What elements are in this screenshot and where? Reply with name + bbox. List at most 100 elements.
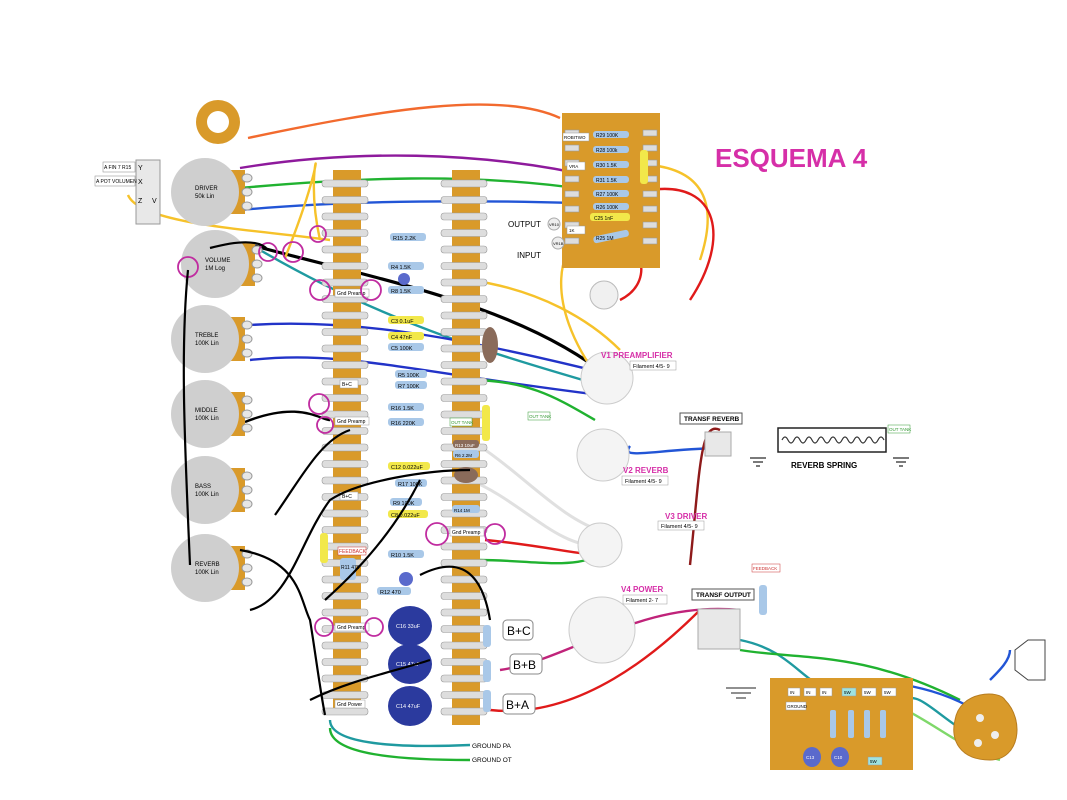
ground-symbol-output	[726, 687, 756, 699]
component-r14	[452, 505, 480, 513]
turret-eyelet	[321, 476, 369, 485]
turret-eyelet	[440, 641, 488, 650]
turret-eyelet	[321, 311, 369, 320]
turret-eyelet	[440, 559, 488, 567]
tag-gnd-preamp-1: Gnd Preamp	[337, 291, 366, 297]
svg-text:VR1B: VR1B	[553, 241, 564, 246]
tag-bc-1: B+C	[342, 382, 352, 388]
turret-eyelet	[321, 509, 369, 518]
turret-eyelet	[321, 641, 369, 650]
ac-socket	[953, 693, 1018, 761]
left-board-tags: Gnd Preamp B+C Gnd Preamp B+C FEEDBACK G…	[334, 288, 370, 709]
transf-output-label: TRANSF OUTPUT	[696, 592, 751, 599]
component-r4	[388, 262, 424, 270]
turret-eyelet	[440, 377, 488, 386]
pot-name: TREBLE	[195, 333, 218, 339]
component-r6	[453, 450, 479, 458]
svg-text:R11 470: R11 470	[341, 565, 360, 571]
pot-switch-block	[135, 159, 161, 225]
svg-text:R30 1.5K: R30 1.5K	[596, 163, 618, 169]
turret-eyelet	[440, 344, 488, 353]
svg-text:R31 1.5K: R31 1.5K	[596, 178, 618, 184]
tube-v3-socket	[577, 522, 623, 568]
turret-eyelet	[321, 608, 369, 617]
component-c4	[388, 332, 424, 340]
tube-v2-filament: Filament 4/5- 9	[625, 479, 662, 485]
pot-value: 100K Lin	[195, 570, 219, 576]
svg-text:R15 2.2K: R15 2.2K	[393, 236, 416, 242]
black-wires	[182, 241, 492, 716]
pot-name: MIDDLE	[195, 408, 218, 414]
tag-out-tank-right: OUT TANK	[889, 427, 911, 432]
ground-symbol-reverb	[750, 457, 909, 467]
turret-eyelet	[440, 196, 488, 204]
diagram-title: ESQUEMA 4	[715, 143, 868, 173]
svg-text:R13 10uF: R13 10uF	[455, 443, 475, 448]
svg-text:C5 100K: C5 100K	[391, 346, 413, 352]
component-r7	[395, 381, 427, 389]
speaker-and-socket	[953, 639, 1046, 761]
svg-text:VRA: VRA	[569, 164, 578, 169]
component-r16b	[388, 418, 424, 426]
pot-switch-letter-v: V	[152, 198, 157, 205]
turret-eyelet	[321, 179, 369, 188]
svg-text:ROBITWO: ROBITWO	[564, 135, 586, 140]
svg-text:R5 100K: R5 100K	[398, 373, 420, 379]
output-transformer	[697, 608, 741, 650]
transf-reverb-label: TRANSF REVERB	[684, 416, 740, 423]
svg-text:C10: C10	[834, 755, 843, 760]
svg-text:R12 470: R12 470	[380, 590, 401, 596]
svg-text:R14 1M: R14 1M	[454, 508, 470, 513]
component-r5	[395, 370, 427, 378]
svg-text:C16 33uF: C16 33uF	[396, 624, 421, 630]
component-c14	[388, 686, 432, 726]
component-r20	[483, 660, 491, 682]
svg-text:5W: 5W	[870, 759, 878, 764]
svg-text:C4 47nF: C4 47nF	[391, 335, 413, 341]
pot-value: 1M Log	[205, 266, 225, 272]
turret-eyelet	[321, 229, 369, 237]
turret-eyelet	[440, 575, 488, 584]
turret-eyelet	[440, 295, 488, 303]
svg-text:R7 100K: R7 100K	[398, 384, 420, 390]
turret-eyelet	[440, 328, 488, 336]
turret-eyelet	[321, 262, 369, 270]
svg-text:GROUND: GROUND	[787, 704, 808, 709]
turret-eyelet	[440, 493, 488, 501]
component-r12	[377, 587, 411, 595]
volumen-tag	[94, 175, 136, 187]
reverb-section: TRANSF REVERB REVERB SPRING OUT TANK OUT…	[527, 411, 911, 470]
tag-feedback-left: FEEDBACK	[339, 549, 367, 555]
tag-bc-2: B+C	[342, 494, 352, 500]
fin-tag	[102, 161, 136, 173]
component-c15	[388, 644, 432, 684]
tag-gnd-preamp-3: Gnd Preamp	[337, 625, 366, 631]
reverb-spring-label: REVERB SPRING	[791, 461, 857, 470]
svg-text:R16 1.5K: R16 1.5K	[391, 406, 414, 412]
turret-eyelet	[321, 658, 369, 666]
preamp-socket-top	[589, 280, 619, 310]
component-r13	[453, 440, 479, 448]
tag-feedback-right: FEEDBACK	[753, 566, 777, 571]
pot-panel: Y X Z V A FIN 7 R15 A POT VOLUMEN DRIVER…	[94, 100, 263, 602]
svg-text:C13: C13	[806, 755, 815, 760]
top-board-components: R29 100K R28 100k R30 1.5K R31 1.5K R27 …	[508, 131, 648, 310]
turret-eyelet	[440, 311, 488, 320]
turret-eyelet	[440, 262, 488, 270]
tag-out-tank-board: OUT TANK	[451, 420, 473, 425]
svg-text:R16 220K: R16 220K	[391, 421, 416, 427]
output-label: OUTPUT	[508, 220, 541, 229]
component-c13	[803, 747, 821, 767]
psu-components: GROUND IN IN IN 5W 5W 5W C13 C10 5W	[785, 687, 897, 767]
svg-text:C8 0.022uF: C8 0.022uF	[391, 513, 420, 519]
component-cap-top	[398, 273, 410, 285]
fin-tag-label: A FIN 7 R15	[104, 165, 131, 171]
turret-eyelet	[440, 212, 488, 221]
tube-v4-socket	[568, 596, 636, 664]
tube-v2-socket	[576, 428, 630, 482]
component-r15	[390, 233, 426, 241]
turret-eyelet	[440, 608, 488, 617]
svg-text:R28 100k: R28 100k	[596, 148, 618, 154]
